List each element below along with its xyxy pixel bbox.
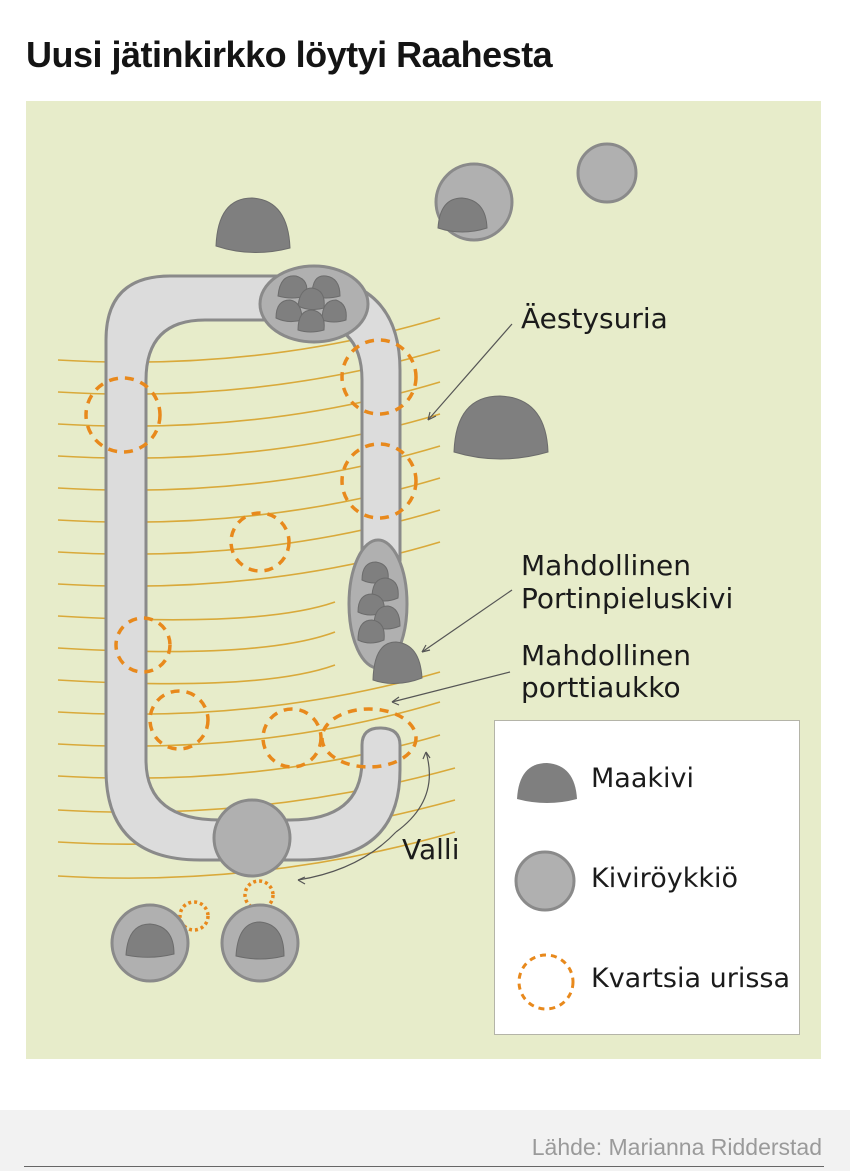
wall-valli (104, 274, 402, 862)
quartz-circle-icon (517, 953, 575, 1011)
label-gate-line2: porttiaukko (521, 671, 681, 704)
label-aestysuria: Äestysuria (521, 302, 668, 335)
cairns-bottom (110, 903, 300, 983)
legend-label-kiviroykkio: Kiviröykkiö (591, 863, 738, 894)
legend-label-quartz: Kvartsia urissa (591, 963, 791, 994)
maakivi-icon (517, 763, 577, 803)
cairns-top-right (434, 142, 638, 242)
footer-rule (24, 1166, 824, 1167)
cairn-gatepost (347, 538, 423, 684)
cairn-top (258, 264, 370, 344)
legend: Maakivi Kiviröykkiö Kvartsia urissa (494, 720, 800, 1035)
page-title: Uusi jätinkirkko löytyi Raahesta (26, 34, 553, 75)
boulders (215, 197, 549, 460)
label-gate-line1: Mahdollinen (521, 639, 692, 672)
giant-church-diagram (57, 142, 638, 983)
label-gatepost-line1: Mahdollinen (521, 549, 692, 582)
footer (0, 1110, 850, 1171)
annotation-arrows (297, 323, 513, 885)
quartz-circles (84, 338, 418, 769)
label-gatepost-line2: Portinpieluskivi (521, 582, 734, 615)
cairn-bottom-wall (212, 798, 292, 878)
legend-label-maakivi: Maakivi (591, 763, 695, 794)
kiviroykkio-icon (514, 850, 576, 912)
label-valli: Valli (402, 833, 460, 866)
small-quartz-circles (178, 879, 275, 932)
source-credit: Lähde: Marianna Ridderstad (531, 1134, 822, 1160)
